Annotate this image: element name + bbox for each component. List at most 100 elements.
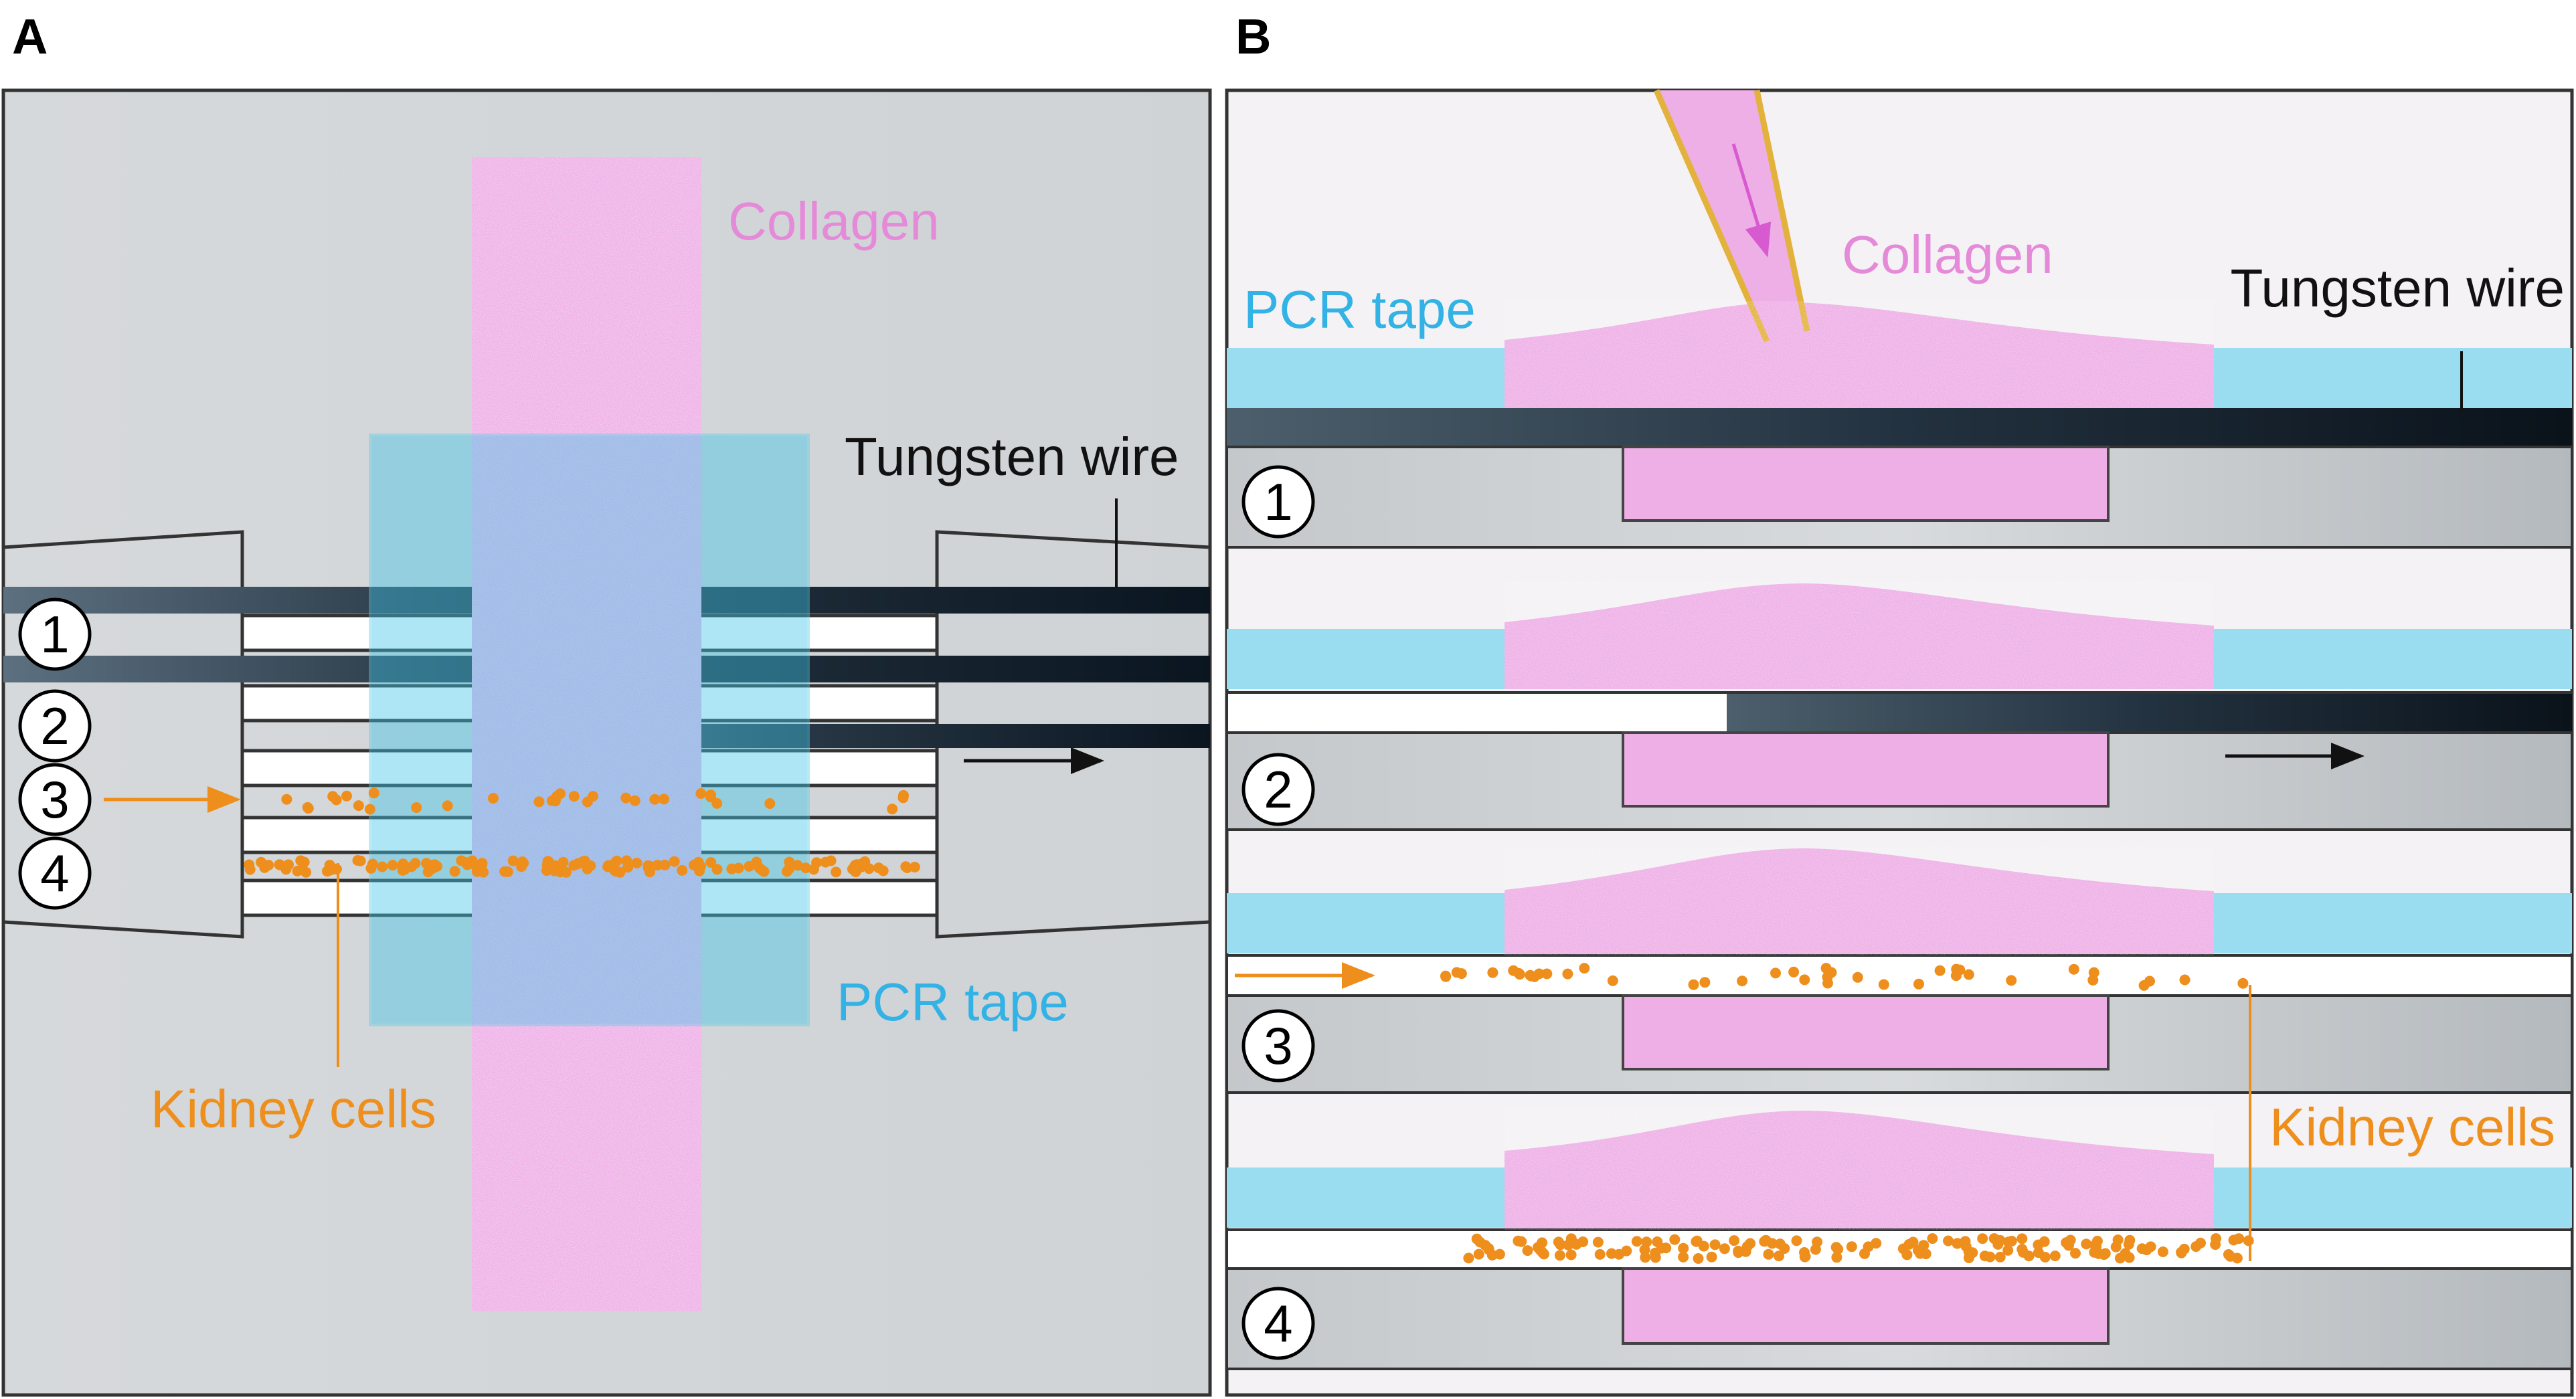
kidney-cell (629, 795, 640, 806)
svg-text:4: 4 (40, 844, 69, 903)
kidney-cells-b3 (1440, 963, 2249, 991)
kidney-cell (1513, 1235, 1524, 1246)
kidney-cell (488, 793, 499, 804)
kidney-cell (324, 860, 335, 870)
kidney-cells-channel-4 (244, 855, 920, 878)
kidney-cell (1774, 1250, 1784, 1262)
kidney-cell (1640, 1252, 1651, 1263)
kidney-cell (2157, 1246, 2168, 1257)
panel-b: B 1 (1225, 9, 2574, 1397)
kidney-cell (1994, 1251, 2006, 1263)
kidney-cell (1538, 1248, 1549, 1260)
kidney-cell (622, 862, 634, 873)
kidney-cell (1606, 1248, 1617, 1259)
kidney-cell (711, 798, 723, 809)
kidney-cell (1977, 1233, 1988, 1244)
kidney-cells-label-a: Kidney cells (151, 1079, 436, 1139)
kidney-cell (365, 862, 377, 874)
svg-text:2: 2 (1264, 760, 1292, 819)
step-number-a-4: 4 (18, 836, 92, 910)
kidney-cell (1831, 1252, 1842, 1263)
kidney-cell (1571, 1238, 1582, 1250)
kidney-cell (1592, 1236, 1604, 1248)
step-number-b-3: 3 (1241, 1009, 1315, 1083)
kidney-cell (1907, 1236, 1919, 1248)
kidney-cell (1691, 1236, 1702, 1247)
kidney-cell (652, 860, 663, 871)
kidney-cell (1759, 1236, 1770, 1247)
kidney-cell (1774, 1238, 1786, 1250)
kidney-cell (543, 856, 554, 867)
kidney-cell (859, 856, 871, 867)
kidney-cell (341, 790, 352, 802)
kidney-cell (442, 800, 453, 812)
step-number-b-1: 1 (1241, 465, 1315, 539)
collagen-well-b1 (1622, 446, 2110, 522)
kidney-cell (614, 866, 626, 878)
pcr-tape-label-a: PCR tape (837, 972, 1069, 1032)
kidney-cell (669, 856, 680, 867)
step-number-a-2: 2 (18, 689, 92, 763)
kidney-cell (533, 796, 545, 808)
kidney-cell (1699, 977, 1711, 988)
channel-b3 (1225, 954, 2573, 997)
kidney-cell (1486, 1250, 1498, 1261)
kidney-cell (2068, 963, 2079, 975)
kidney-cell (1963, 969, 1974, 980)
kidney-cell (1799, 974, 1810, 986)
kidney-cells-channel-3 (281, 787, 909, 815)
kidney-cell (478, 866, 489, 878)
pipette-tip (1653, 89, 1810, 343)
kidney-cell (2231, 1252, 2243, 1264)
kidney-cell (578, 856, 589, 867)
kidney-cell (620, 792, 632, 804)
tungsten-wire-b1 (1227, 408, 2572, 447)
kidney-cell (1952, 1238, 1963, 1249)
kidney-cell (1763, 1248, 1774, 1260)
kidney-cell (2063, 1240, 2074, 1251)
kidney-cell (1791, 1235, 1802, 1246)
kidney-cell (2006, 1236, 2017, 1246)
step-number-b-4: 4 (1241, 1287, 1315, 1360)
kidney-cells-label-b: Kidney cells (2269, 1097, 2555, 1157)
kidney-cell (1688, 979, 1699, 990)
kidney-cell (1719, 1243, 1730, 1254)
kidney-cell (887, 804, 898, 815)
pcr-tape-left-b3 (1227, 893, 1505, 953)
kidney-cell (1846, 1241, 1857, 1252)
kidney-cell (397, 862, 408, 874)
kidney-cell (377, 861, 388, 872)
kidney-cell (1678, 1242, 1689, 1254)
kidney-cell (468, 859, 480, 870)
kidney-cell (1607, 975, 1618, 986)
kidney-cell (2179, 974, 2191, 986)
kidney-cell (2228, 1234, 2239, 1246)
kidney-cell (281, 794, 292, 805)
pcr-tape-right-b3 (2214, 893, 2572, 953)
svg-text:1: 1 (1264, 472, 1292, 531)
kidney-cell (2002, 1244, 2014, 1256)
kidney-cell (1471, 1233, 1482, 1244)
kidney-cell (1832, 1244, 1844, 1255)
kidney-cell (331, 794, 342, 806)
kidney-cell (518, 858, 529, 868)
kidney-cell (1562, 968, 1573, 980)
kidney-cell (695, 788, 707, 799)
kidney-cell (1918, 1240, 1929, 1251)
pcr-tape-right-b2 (2214, 629, 2572, 689)
collagen-label-a: Collagen (728, 191, 940, 251)
kidney-cell (1709, 1239, 1721, 1250)
kidney-cell (1480, 1240, 1491, 1251)
kidney-cell (1967, 1247, 1978, 1258)
kidney-cell (274, 859, 285, 870)
kidney-cell (1594, 1248, 1606, 1260)
kidney-cell (2211, 1233, 2221, 1244)
kidney-cell (1852, 971, 1863, 983)
kidney-cell (429, 862, 440, 873)
kidney-cell (1822, 977, 1833, 989)
pcr-tape-right-b4 (2214, 1168, 2572, 1228)
kidney-cell (2243, 1235, 2254, 1246)
kidney-cell (2006, 975, 2017, 986)
kidney-cell (783, 863, 794, 874)
kidney-cell (1826, 967, 1837, 978)
